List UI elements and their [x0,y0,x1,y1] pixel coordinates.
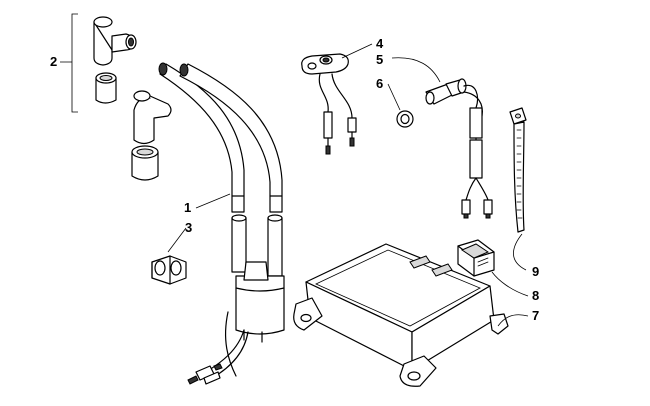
ignition-coil-body [235,261,285,343]
spark-plug-cap-upper [93,16,137,66]
sealing-washer [396,110,414,128]
coil-primary-wires [187,311,249,385]
callout-2: 2 [50,54,57,69]
callout-7: 7 [532,308,539,323]
wire-clip [151,255,187,285]
cdi-module [293,243,509,387]
callout-1: 1 [184,200,191,215]
callout-2-bracket [60,13,78,113]
spark-plug-boot-upper [95,72,117,104]
callout-7-leader [497,314,529,327]
callout-3-leader [167,227,187,253]
callout-5-leader [391,57,441,83]
spark-plug-boot-lower [131,145,159,181]
connector-cap [457,239,495,277]
callout-9-leader [513,233,527,271]
sensor-bracket [301,53,357,155]
callout-9: 9 [532,264,539,279]
high-tension-lead-2 [179,63,283,213]
callout-1-leader [195,193,231,209]
callout-5: 5 [376,52,383,67]
temperature-sender [425,78,493,219]
lead-insulator-left [231,214,247,273]
callout-4: 4 [376,36,384,51]
cable-tie [509,107,527,233]
callout-8: 8 [532,288,539,303]
spark-plug-cap-lower [133,90,172,145]
high-tension-lead-1 [158,62,245,213]
callout-6-leader [387,83,401,111]
callout-3: 3 [185,220,192,235]
lead-insulator-right [267,214,283,277]
callout-6: 6 [376,76,383,91]
callout-4-leader [341,43,373,59]
callout-8-leader [491,271,529,297]
